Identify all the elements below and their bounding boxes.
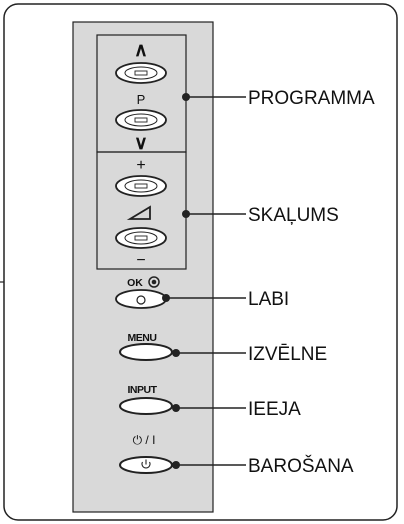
program-label: P <box>137 92 146 107</box>
program-down-arrow-icon: ∨ <box>134 133 148 154</box>
side-panel <box>72 21 214 513</box>
ok-button[interactable] <box>115 289 167 309</box>
callout-skalums: SKAĻUMS <box>248 205 339 226</box>
leader-programma <box>182 93 246 101</box>
leader-ieeja <box>172 404 246 412</box>
power-button[interactable] <box>119 456 173 474</box>
callout-labi: LABI <box>248 289 289 310</box>
ok-label: OK <box>127 277 143 289</box>
callout-programma: PROGRAMMA <box>248 88 375 109</box>
power-icon <box>141 459 151 469</box>
callout-barosana: BAROŠANA <box>248 455 354 477</box>
volume-up-button[interactable] <box>115 175 167 197</box>
power-label: ⏻ / I <box>133 433 156 447</box>
leader-izvelne <box>172 349 246 357</box>
callout-ieeja: IEEJA <box>248 399 301 420</box>
ok-indicator-icon <box>148 276 160 288</box>
program-up-button[interactable] <box>115 62 167 84</box>
volume-ramp-icon <box>126 205 151 220</box>
menu-button[interactable] <box>119 343 173 361</box>
leader-skalums <box>182 210 246 218</box>
leader-labi <box>162 294 246 302</box>
leader-barosana <box>172 461 246 469</box>
callout-izvelne: IZVĒLNE <box>248 344 327 365</box>
input-label: INPUT <box>128 384 158 396</box>
volume-plus-icon: + <box>136 157 145 174</box>
volume-minus-icon: − <box>136 252 145 269</box>
volume-down-button[interactable] <box>115 227 167 249</box>
menu-label: MENU <box>128 332 157 344</box>
input-button[interactable] <box>119 397 173 415</box>
program-down-button[interactable] <box>115 109 167 131</box>
program-up-arrow-icon: ∧ <box>134 40 148 61</box>
